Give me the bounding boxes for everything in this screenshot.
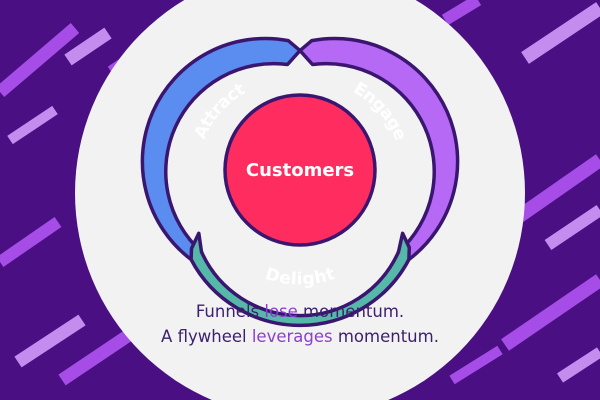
engage-segment	[298, 36, 460, 262]
stripe	[0, 217, 62, 267]
stripe	[521, 2, 600, 64]
stripe	[64, 27, 112, 66]
stripe	[441, 0, 482, 26]
tagline-line-2: A flywheel leverages momentum.	[0, 324, 600, 349]
tagline-line-1: Funnels lose momentum.	[0, 299, 600, 324]
stripe	[14, 314, 86, 368]
delight-segment	[189, 231, 412, 327]
tagline-text: momentum.	[332, 327, 439, 346]
stripe	[501, 274, 600, 351]
stripe	[7, 105, 58, 145]
tagline-highlight: leverages	[251, 327, 333, 346]
attract-segment	[140, 36, 302, 262]
stripe	[449, 345, 503, 385]
tagline-highlight: lose	[264, 302, 298, 321]
tagline-text: A flywheel	[161, 327, 252, 346]
tagline-text: Funnels	[195, 302, 265, 321]
background-stripes	[0, 0, 600, 386]
stripe	[0, 23, 80, 97]
customers-hub	[223, 93, 377, 247]
tagline-text: momentum.	[297, 302, 405, 321]
stripe	[544, 205, 600, 250]
customers-label: Customers	[246, 160, 354, 181]
stripe	[58, 327, 136, 386]
tagline: Funnels lose momentum. A flywheel levera…	[0, 299, 600, 349]
stripe	[557, 347, 600, 383]
